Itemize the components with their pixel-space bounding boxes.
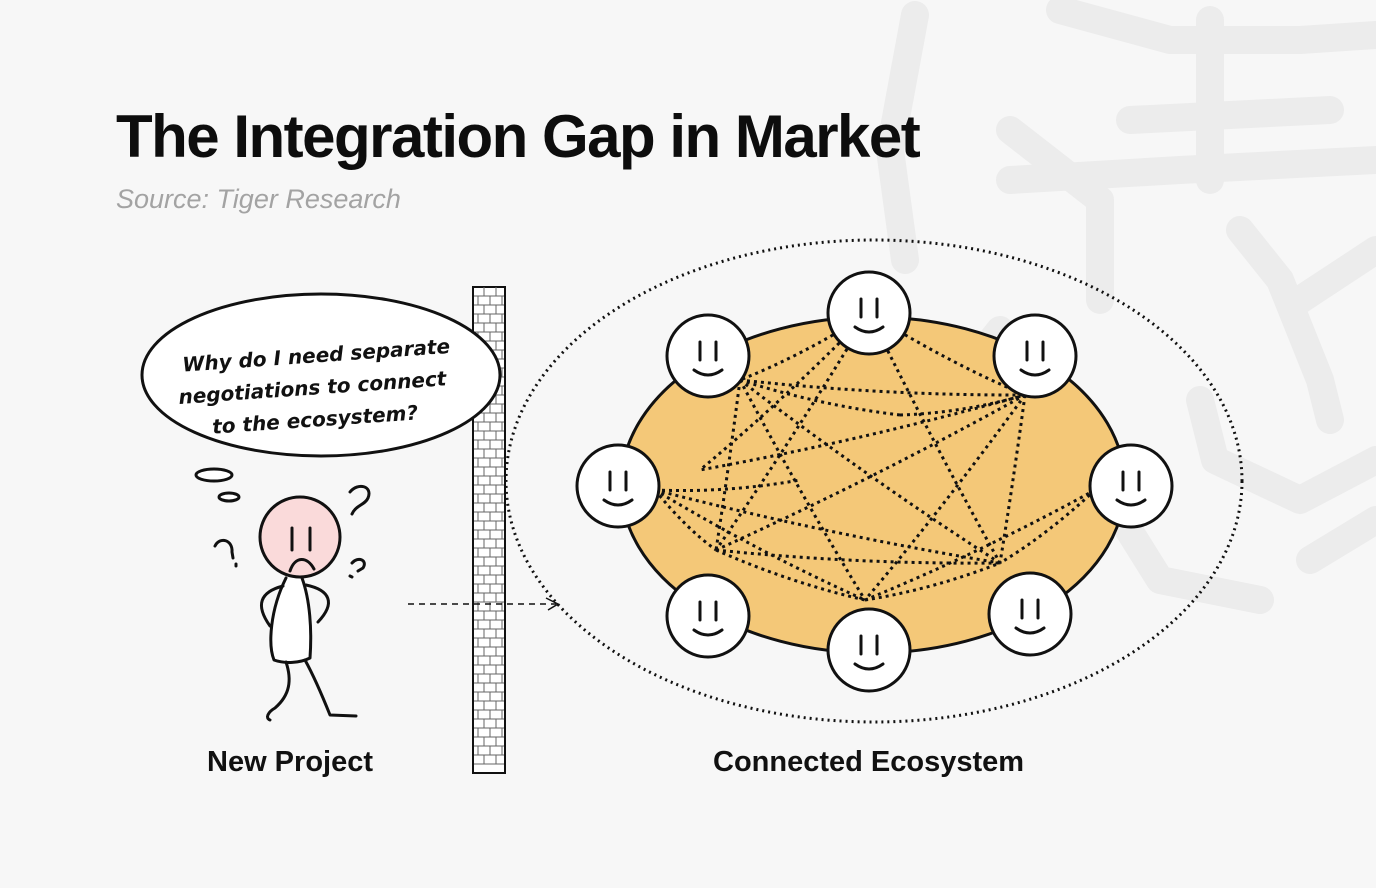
smiley-face-icon: [665, 313, 751, 399]
network-connections: [653, 311, 1097, 602]
connected-ecosystem-label: Connected Ecosystem: [713, 746, 1025, 778]
smiley-face-icon: [992, 313, 1078, 399]
smiley-face-icon: [575, 443, 661, 529]
source-caption: Source: Tiger Research: [116, 184, 401, 214]
ecosystem-boundary: [504, 238, 1244, 724]
smiley-face-icon: [665, 573, 751, 659]
smiley-face-icon: [987, 571, 1073, 657]
new-project-figure: [213, 484, 371, 722]
page-title: The Integration Gap in Market: [116, 103, 921, 170]
smiley-face-icon: [1088, 443, 1174, 529]
new-project-label: New Project: [207, 746, 373, 778]
smiley-face-icon: [826, 270, 912, 356]
smiley-face-icon: [826, 607, 912, 693]
ecosystem-members: [575, 270, 1174, 693]
speech-bubble: Why do I need separate negotiations to c…: [140, 292, 502, 503]
